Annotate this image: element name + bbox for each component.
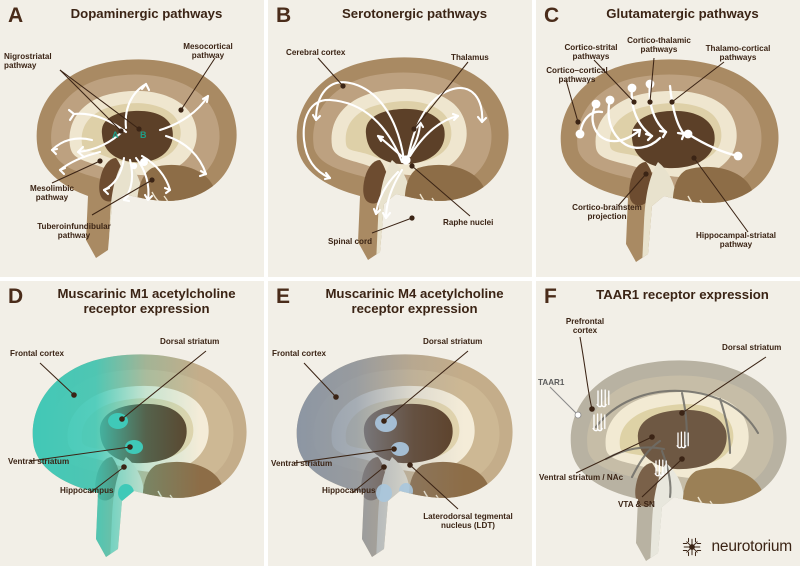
panel-title-a: Dopaminergic pathways	[70, 6, 223, 21]
brain-diagram-c	[560, 57, 779, 262]
logo-wordmark: neurotorium	[711, 538, 792, 555]
taar1-leader-dot	[574, 411, 582, 419]
label-cortico-cortical-pathways: Cortico–cortical pathways	[546, 66, 608, 85]
pathway-arrows	[50, 82, 210, 203]
label-cerebral-cortex: Cerebral cortex	[286, 48, 346, 57]
ventral-striatum	[635, 463, 660, 507]
leader-dots	[589, 406, 685, 462]
neurotorium-logo: neurotorium	[679, 534, 792, 560]
ventral-striatum-hotspot	[391, 442, 409, 456]
label-dorsal-striatum: Dorsal striatum	[722, 343, 782, 352]
leader-dots	[340, 83, 417, 221]
leader-dots	[575, 99, 697, 177]
label-taar1: TAAR1	[538, 378, 565, 387]
brain-diagram-a: A B	[36, 57, 237, 258]
marker-a: A	[112, 130, 119, 140]
panel-a: A Dopaminergic pathways	[0, 0, 264, 277]
striatum-thalamus	[631, 110, 715, 169]
label-vta-sn: VTA & SN	[618, 500, 655, 509]
leader-dots	[333, 394, 413, 470]
leader-dots	[71, 392, 133, 470]
panel-title-e-line2: receptor expression	[351, 301, 478, 316]
brain-diagram-d	[29, 350, 247, 557]
ldt-hotspot	[399, 483, 413, 499]
leader-lines	[317, 57, 471, 234]
label-nigrostriatal-pathway: Nigrostriatal pathway	[4, 52, 52, 71]
panel-letter-d: D	[8, 285, 24, 308]
label-mesolimbic-pathway: Mesolimbic pathway	[29, 184, 75, 203]
label-cortico-strital-pathways: Cortico-strital pathways	[564, 43, 618, 62]
leader-lines	[51, 57, 216, 216]
panel-title-d-line1: Muscarinic M1 acetylcholine	[57, 286, 236, 301]
marker-b: B	[140, 130, 147, 140]
label-ventral-striatum-nac: Ventral striatum / NAc	[539, 473, 624, 482]
label-hippocampus: Hippocampus	[60, 486, 114, 495]
striatum	[101, 110, 173, 163]
label-cortico-thalamic-pathways: Cortico-thalamic pathways	[627, 36, 691, 55]
striatum	[637, 409, 727, 470]
panel-title-e: Muscarinic M4 acetylcholine receptor exp…	[302, 286, 527, 316]
panel-letter-c: C	[544, 4, 560, 27]
taar1-leader-line	[549, 386, 579, 416]
label-dorsal-striatum: Dorsal striatum	[423, 337, 483, 346]
label-hippocampal-striatal-pathway: Hippocampal-striatal pathway	[695, 231, 777, 250]
label-frontal-cortex: Frontal cortex	[10, 349, 64, 358]
hippocampus-hotspot	[118, 484, 134, 502]
m4-expression-gradient	[296, 354, 464, 557]
thalamus	[365, 108, 445, 165]
panel-d: D Muscarinic M1 acetylcholine receptor e…	[0, 281, 264, 566]
label-mesocortical-pathway: Mesocortical pathway	[183, 42, 233, 61]
label-cortico-brainstem-projection: Cortico-brainstem projection	[572, 203, 642, 222]
hippocampus-hotspot	[376, 484, 392, 502]
label-thalamus: Thalamus	[451, 53, 489, 62]
panel-title-d: Muscarinic M1 acetylcholine receptor exp…	[34, 286, 259, 316]
brain-diagram-b	[296, 57, 509, 260]
glutamate-tracts	[578, 82, 740, 158]
panel-title-e-line1: Muscarinic M4 acetylcholine	[325, 286, 504, 301]
pathway-arrows	[302, 81, 488, 220]
label-ventral-striatum: Ventral striatum	[8, 457, 70, 466]
panel-letter-a: A	[8, 4, 24, 27]
panel-b: B Serotonergic pathways	[268, 0, 532, 277]
leader-lines	[293, 350, 469, 510]
panel-f: F TAAR1 receptor expression	[536, 281, 800, 566]
label-raphe-nuclei: Raphe nuclei	[443, 218, 494, 227]
panel-title-b: Serotonergic pathways	[341, 6, 488, 21]
brain-diagram-e	[293, 350, 513, 557]
label-prefrontal-cortex: Prefrontal cortex	[565, 317, 605, 336]
label-tuberoinfundibular-pathway: Tuberoinfundibular pathway	[37, 222, 111, 241]
label-frontal-cortex: Frontal cortex	[272, 349, 326, 358]
cerebellum	[404, 164, 487, 246]
taar1-receptor-icons	[592, 389, 689, 477]
panel-title-f: TAAR1 receptor expression	[596, 287, 769, 302]
dorsal-striatum-hotspot	[375, 414, 397, 432]
brain-diagram-f	[549, 336, 787, 561]
panel-e: E Muscarinic M4 acetylcholine receptor e…	[268, 281, 532, 566]
neuron-glyph-icon	[680, 534, 705, 560]
m1-expression-gradient	[32, 354, 200, 557]
panel-title-d-line2: receptor expression	[83, 301, 210, 316]
label-dorsal-striatum: Dorsal striatum	[160, 337, 220, 346]
leader-dots	[97, 107, 184, 183]
ventral-striatum-hotspot	[125, 440, 143, 454]
panel-letter-f: F	[544, 285, 557, 308]
tract-terminals	[575, 79, 743, 161]
panel-title-c: Glutamatergic pathways	[606, 6, 759, 21]
leader-lines	[575, 336, 767, 498]
panel-letter-b: B	[276, 4, 292, 27]
panel-c: C Glutamatergic pathways	[536, 0, 800, 277]
leader-lines	[29, 350, 207, 494]
cerebellum	[137, 164, 217, 244]
panel-letter-e: E	[276, 285, 291, 308]
dorsal-striatum-hotspot	[108, 413, 128, 429]
leader-lines	[565, 57, 749, 233]
label-laterodorsal-tegmental-nucleus: Laterodorsal tegmental nucleus (LDT)	[423, 512, 513, 531]
label-ventral-striatum: Ventral striatum	[271, 459, 333, 468]
label-hippocampus: Hippocampus	[322, 486, 376, 495]
grey-tracts	[594, 389, 760, 499]
label-thalamo-cortical-pathways: Thalamo-cortical pathways	[705, 44, 771, 63]
label-spinal-cord: Spinal cord	[328, 237, 373, 246]
